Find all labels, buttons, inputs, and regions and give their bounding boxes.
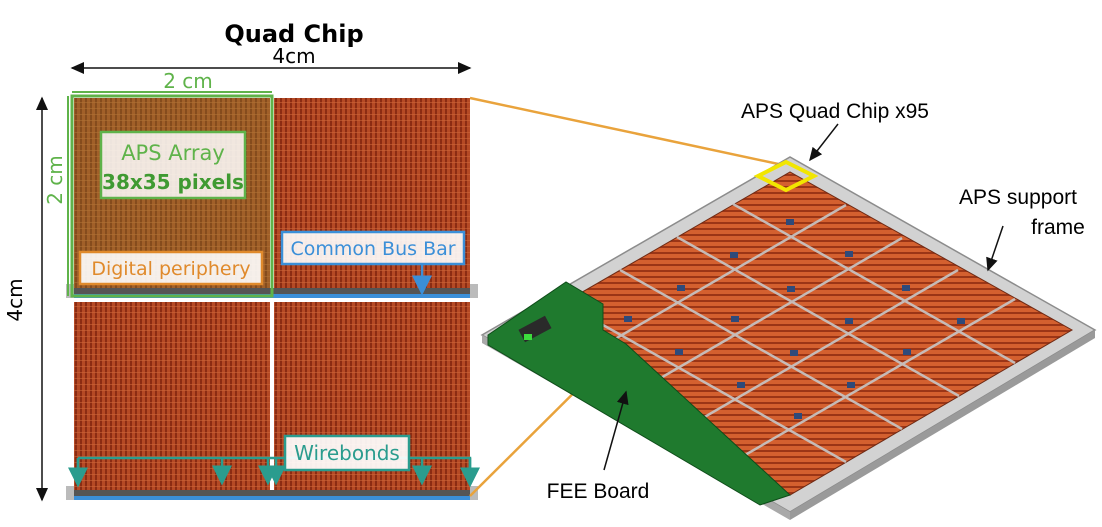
support-frame-label-line2: frame [1031, 216, 1085, 239]
sensor-node-markers [624, 219, 965, 419]
highlighted-quad-chip [753, 159, 819, 193]
fee-board [487, 281, 791, 506]
digital-periphery-label: Digital periphery [91, 258, 250, 280]
fee-led [524, 334, 532, 340]
aps-assembly-render [480, 156, 1097, 520]
aps-quad-chip-label: APS Quad Chip x95 [741, 100, 929, 123]
wirebonds-box [283, 434, 411, 472]
wirebonds-callout: Wirebonds [68, 434, 480, 488]
aps-array-pixels: 38x35 pixels [102, 170, 244, 194]
sensor-bottom-left [74, 302, 270, 496]
quad-chip-title: Quad Chip [224, 20, 363, 48]
bond-pad-right-top [470, 284, 478, 298]
aps-array-label: APS Array [121, 141, 225, 165]
sub-width-label: 2 cm [163, 69, 213, 93]
sub-height-label: 2 cm [43, 155, 67, 205]
quad-chip-diagram: Quad Chip 4cm 4cm 2 cm 2 cm APS Array 38 [3, 20, 480, 502]
common-bus-bar-label: Common Bus Bar [290, 238, 455, 260]
bond-pad-left-top [66, 284, 74, 298]
fee-board-arrow [603, 390, 629, 471]
common-bus-bar-bottom [74, 496, 470, 500]
support-frame-arrow [986, 225, 1004, 272]
height-dimension-label: 4cm [3, 278, 27, 321]
aps-quad-chip-arrow [809, 123, 839, 162]
digital-periphery-box [78, 250, 264, 286]
width-dimension-label: 4cm [272, 44, 315, 68]
zoom-callout-top [469, 96, 784, 167]
frame-edge-right [790, 330, 1095, 520]
bond-pad-left-bottom [66, 486, 74, 500]
common-bus-bar-box [280, 230, 466, 266]
wirebonds-label: Wirebonds [294, 441, 400, 465]
fee-board-label: FEE Board [547, 480, 650, 503]
sub-chip-outline [70, 94, 274, 298]
sensor-grid [563, 202, 1016, 464]
support-frame-label-line1: APS support [959, 186, 1077, 209]
periphery-strip-bottom [74, 490, 470, 496]
aps-array-box [99, 130, 247, 200]
